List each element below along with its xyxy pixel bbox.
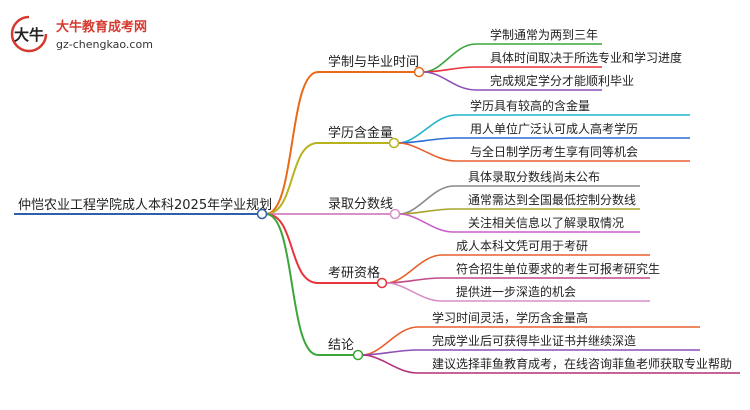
branch-node-dot-2[interactable] bbox=[388, 137, 400, 149]
branch-link-2 bbox=[265, 142, 319, 215]
branch-node-dot-1[interactable] bbox=[413, 66, 425, 78]
leaf-link-2-3 bbox=[397, 142, 457, 162]
leaf-label-5-2: 完成学业后可获得毕业证书并继续深造 bbox=[432, 333, 636, 348]
leaf-link-1-2 bbox=[422, 66, 477, 73]
branch-node-dot-5[interactable] bbox=[352, 349, 364, 361]
leaf-label-3-3: 关注相关信息以了解录取情况 bbox=[468, 215, 624, 230]
branch-label-4: 考研资格 bbox=[328, 265, 380, 281]
branch-link-1 bbox=[265, 71, 319, 215]
leaf-label-1-1: 学制通常为两到三年 bbox=[490, 27, 598, 42]
leaf-label-3-1: 具体录取分数线尚未公布 bbox=[468, 169, 600, 184]
leaf-link-1-3 bbox=[422, 71, 477, 91]
leaf-label-4-3: 提供进一步深造的机会 bbox=[456, 284, 576, 299]
logo-mark-icon: 大牛 bbox=[10, 15, 48, 53]
branch-label-2: 学历含金量 bbox=[328, 125, 393, 141]
branch-label-5: 结论 bbox=[328, 338, 354, 353]
logo-url: gz-chengkao.com bbox=[56, 38, 153, 51]
leaf-link-3-3 bbox=[398, 213, 455, 233]
branch-label-3: 录取分数线 bbox=[328, 197, 393, 212]
branch-label-1: 学制与毕业时间 bbox=[328, 54, 419, 70]
leaf-label-2-1: 学历具有较高的含金量 bbox=[470, 98, 590, 113]
leaf-label-3-2: 通常需达到全国最低控制分数线 bbox=[468, 192, 636, 207]
leaf-link-4-2 bbox=[385, 277, 443, 284]
branch-link-4 bbox=[265, 213, 319, 284]
leaf-link-5-2 bbox=[361, 349, 419, 356]
leaf-label-4-2: 符合招生单位要求的考生可报考研究生 bbox=[456, 261, 660, 276]
logo-title: 大牛教育成考网 bbox=[56, 20, 148, 35]
leaf-label-4-1: 成人本科文凭可用于考研 bbox=[456, 238, 588, 253]
leaf-label-5-1: 学习时间灵活，学历含金量高 bbox=[432, 310, 588, 325]
branch-node-dot-4[interactable] bbox=[376, 277, 388, 289]
leaf-label-2-3: 与全日制学历考生享有同等机会 bbox=[470, 144, 638, 159]
branch-node-dot-3[interactable] bbox=[389, 208, 401, 220]
root-node-dot[interactable] bbox=[256, 208, 268, 220]
leaf-label-5-3: 建议选择菲鱼教育成考，在线咨询菲鱼老师获取专业帮助 bbox=[432, 356, 732, 371]
leaf-label-2-2: 用人单位广泛认可成人高考学历 bbox=[470, 121, 638, 136]
leaf-label-1-3: 完成规定学分才能顺利毕业 bbox=[490, 73, 634, 88]
logo-mark-text: 大牛 bbox=[14, 26, 44, 44]
leaf-link-5-3 bbox=[361, 354, 419, 374]
branch-link-5 bbox=[265, 213, 319, 356]
leaf-link-4-3 bbox=[385, 282, 443, 302]
leaf-label-1-2: 具体时间取决于所选专业和学习进度 bbox=[490, 50, 682, 65]
leaf-link-3-2 bbox=[398, 208, 455, 215]
site-logo[interactable]: 大牛 大牛教育成考网 gz-chengkao.com bbox=[10, 14, 210, 58]
root-node-label: 仲恺农业工程学院成人本科2025年学业规划 bbox=[18, 197, 272, 213]
